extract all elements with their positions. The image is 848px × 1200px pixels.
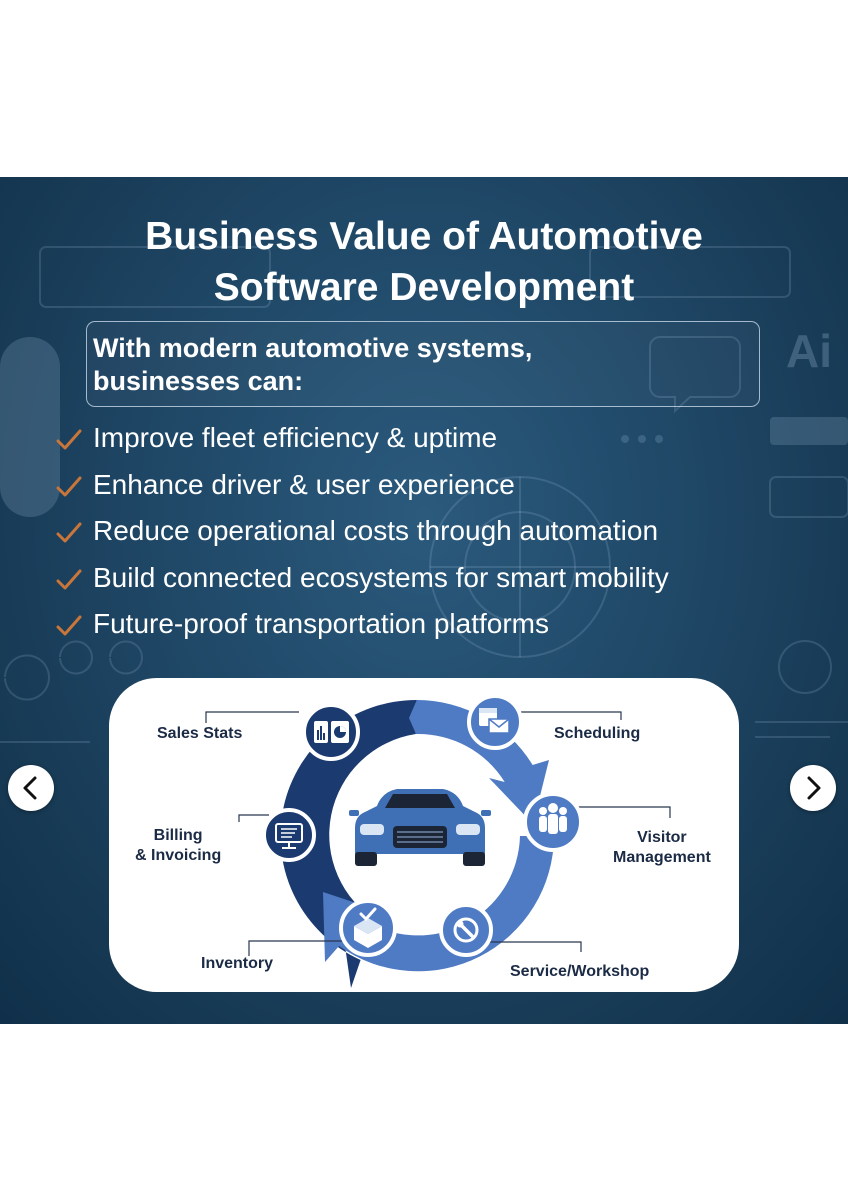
checkmark-icon xyxy=(56,522,82,543)
billing-icon xyxy=(262,808,316,862)
chevron-right-icon xyxy=(807,776,821,800)
background-decoration: Ai xyxy=(0,246,848,743)
ring-segment-light-top xyxy=(409,700,549,824)
car-icon xyxy=(349,789,491,866)
sales-stats-icon xyxy=(302,703,360,761)
slide: Ai Business Value of Automotive Software… xyxy=(0,177,848,1024)
previous-slide-button[interactable] xyxy=(8,765,54,811)
title-line-1: Business Value of Automotive xyxy=(145,215,703,258)
scheduling-icon xyxy=(467,694,523,750)
intro-line-1: With modern automotive systems, xyxy=(93,333,533,363)
label-visitor-line-2: Management xyxy=(613,849,711,866)
intro-text: With modern automotive systems, business… xyxy=(93,332,693,398)
label-billing-line-1: Billing xyxy=(153,827,203,844)
checkmark-icon xyxy=(56,476,82,496)
page-title: Business Value of Automotive Software De… xyxy=(0,211,848,313)
module-diagram xyxy=(205,694,671,988)
checkmark-icon xyxy=(56,429,82,450)
inventory-icon xyxy=(339,899,397,957)
benefit-text: Enhance driver & user experience xyxy=(93,468,515,500)
benefit-text: Future-proof transportation platforms xyxy=(93,608,549,639)
intro-line-2: businesses can: xyxy=(93,366,304,396)
ring-segment-dark xyxy=(280,699,417,988)
benefit-text: Reduce operational costs through automat… xyxy=(93,515,659,546)
intro-box: With modern automotive systems, business… xyxy=(86,321,760,407)
label-billing: Billing & Invoicing xyxy=(135,826,221,866)
checkmark-icon xyxy=(56,615,82,636)
title-line-2: Software Development xyxy=(213,266,635,309)
next-slide-button[interactable] xyxy=(790,765,836,811)
label-visitor-line-1: Visitor xyxy=(637,829,687,846)
label-sales-stats: Sales Stats xyxy=(157,725,243,742)
label-scheduling: Scheduling xyxy=(554,725,641,742)
service-workshop-icon xyxy=(439,903,493,957)
svg-text:Ai: Ai xyxy=(786,325,832,377)
benefit-text: Improve fleet efficiency & uptime xyxy=(93,422,498,453)
visitor-management-icon xyxy=(523,792,583,852)
module-diagram-panel: Sales Stats Scheduling Billing & Invoici… xyxy=(109,678,739,992)
label-visitor-management: Visitor Management xyxy=(613,828,711,868)
benefit-text: Build connected ecosystems for smart mob… xyxy=(93,561,669,593)
chevron-left-icon xyxy=(23,776,37,800)
label-inventory: Inventory xyxy=(201,955,274,972)
checkmark-icon xyxy=(56,569,82,589)
label-billing-line-2: & Invoicing xyxy=(135,847,222,864)
label-service-workshop: Service/Workshop xyxy=(510,963,650,980)
